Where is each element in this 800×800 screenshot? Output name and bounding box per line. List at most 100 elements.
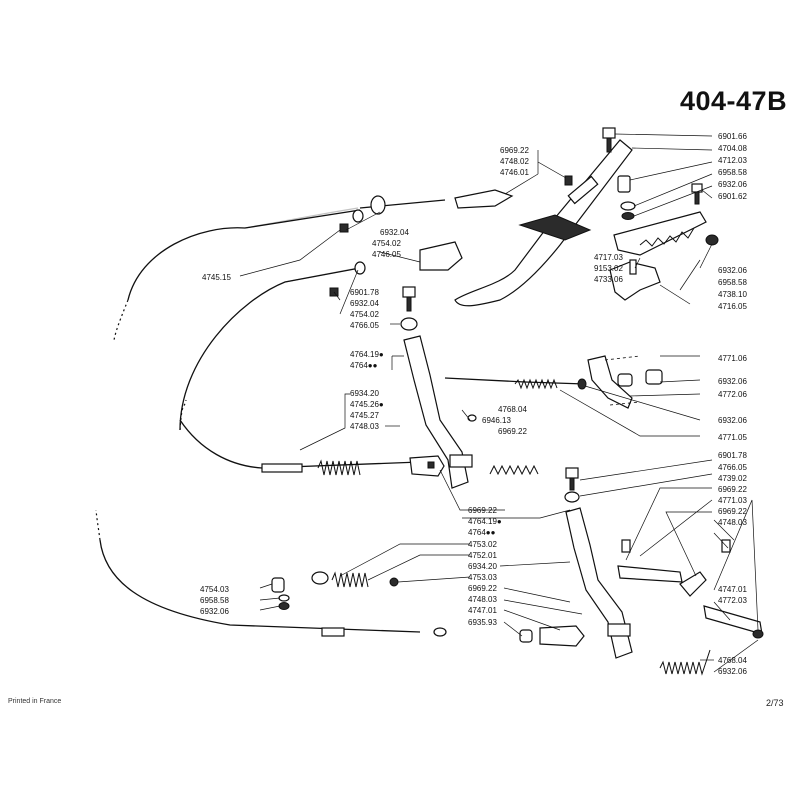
clevis-middle xyxy=(409,455,445,477)
washer-6946-13 xyxy=(467,414,477,422)
brake-cable-lower-tail xyxy=(95,509,101,541)
part-number: 4745.26● xyxy=(350,400,384,409)
cable-end-upper xyxy=(339,195,386,233)
part-number: 6901.62 xyxy=(718,192,747,201)
part-number-labels: 6901.66 4704.08 4712.03 6958.58 6932.06 … xyxy=(200,132,747,676)
part-number: 6969.22 xyxy=(468,584,497,593)
part-number: 6901.78 xyxy=(350,288,379,297)
part-number: 4764●● xyxy=(468,528,496,537)
part-number: 4764●● xyxy=(350,361,378,370)
bushing-6932-06 xyxy=(645,369,663,385)
pedal-pad-lower xyxy=(607,623,631,637)
link-4739-02 xyxy=(617,565,683,583)
part-number: 4748.03 xyxy=(350,422,379,431)
part-number: 4733.06 xyxy=(594,275,623,284)
bellcrank-guide-lines xyxy=(604,355,641,406)
pedal-pad-upper xyxy=(449,454,473,468)
accelerator-cable-tail xyxy=(179,399,187,431)
link-4747-01 xyxy=(703,605,763,635)
part-number: 4739.02 xyxy=(718,474,747,483)
part-number: 4716.05 xyxy=(718,302,747,311)
part-number: 4764.19● xyxy=(468,517,502,526)
cable-upper-tail xyxy=(113,299,129,341)
rod-end-nut xyxy=(577,378,587,390)
part-number: 4754.02 xyxy=(350,310,379,319)
spring-4768-04 xyxy=(489,464,539,476)
part-number: 6932.06 xyxy=(200,607,229,616)
part-number: 6901.78 xyxy=(718,451,747,460)
pin-4717-03 xyxy=(629,259,637,275)
bolt-6901-62 xyxy=(691,183,703,205)
ferrule-lower xyxy=(433,627,447,637)
part-number: 4745.27 xyxy=(350,411,379,420)
part-number: 4752.01 xyxy=(468,551,497,560)
nut-4766-05-lower xyxy=(564,491,580,503)
pedal-lever-4764-19 xyxy=(403,335,469,489)
part-number: 4768.04 xyxy=(718,656,747,665)
brake-cable-middle xyxy=(179,419,421,469)
part-number: 4754.03 xyxy=(200,585,229,594)
part-number: 4766.05 xyxy=(718,463,747,472)
part-number: 4771.06 xyxy=(718,354,747,363)
part-number: 4704.08 xyxy=(718,144,747,153)
bushing-4712-03 xyxy=(617,175,631,193)
part-number: 6934.20 xyxy=(468,562,497,571)
page-number: 2/73 xyxy=(766,698,784,708)
part-number: 6932.06 xyxy=(718,180,747,189)
clutch-cable-upper xyxy=(127,209,361,301)
part-number: 4748.03 xyxy=(468,595,497,604)
nut-6932-06-sector xyxy=(705,234,719,246)
adjuster-spring-4752-01 xyxy=(331,571,369,588)
part-number: 4712.03 xyxy=(718,156,747,165)
bushing-6935-93 xyxy=(519,629,533,643)
part-number: 4772.06 xyxy=(718,390,747,399)
sector-teeth xyxy=(639,227,695,247)
part-number: 4747.01 xyxy=(718,585,747,594)
part-number: 4748.03 xyxy=(718,518,747,527)
part-number: 6932.04 xyxy=(350,299,379,308)
part-number: 4717.03 xyxy=(594,253,623,262)
part-number: 4766.05 xyxy=(350,321,379,330)
part-number: 6958.58 xyxy=(718,168,747,177)
part-number: 9153.02 xyxy=(594,264,623,273)
part-number: 4771.05 xyxy=(718,433,747,442)
part-number: 6969.22 xyxy=(718,507,747,516)
bracket-4746-05 xyxy=(419,241,463,271)
sheath-end-lower xyxy=(321,627,345,637)
part-number: 4772.03 xyxy=(718,596,747,605)
part-number: 4745.15 xyxy=(202,273,231,282)
part-number: 6935.93 xyxy=(468,618,497,627)
linkage-rod-spring xyxy=(514,378,558,390)
part-number: 4748.02 xyxy=(500,157,529,166)
printed-in-note: Printed in France xyxy=(8,698,62,705)
pedal-lever-arm xyxy=(518,214,592,241)
clip-4754-03 xyxy=(271,577,285,593)
bushing-4771-06 xyxy=(617,373,633,387)
part-number: 4771.03 xyxy=(718,496,747,505)
washer-6958-58 xyxy=(620,201,636,211)
pedal-slot-bracket xyxy=(567,175,599,205)
part-number: 4738.10 xyxy=(718,290,747,299)
part-number: 6932.06 xyxy=(718,667,747,676)
nut-6932-06-lower xyxy=(752,629,764,639)
clevis-4747-01 xyxy=(539,625,585,647)
part-number: 6969.22 xyxy=(718,485,747,494)
part-number: 4768.04 xyxy=(498,405,527,414)
sheath-end-middle xyxy=(261,463,303,473)
part-number: 6946.13 xyxy=(482,416,511,425)
part-number: 4753.03 xyxy=(468,573,497,582)
page-title: 404-47B xyxy=(680,86,788,116)
linkage-rod-4771-05 xyxy=(444,377,586,385)
sheath-stop-4753-02 xyxy=(311,571,329,585)
bolt-lower-link xyxy=(621,539,631,553)
clevis-4746-01 xyxy=(454,175,573,209)
nut-6932-06-left xyxy=(278,602,290,610)
part-number: 6958.58 xyxy=(718,278,747,287)
clevis-middle-pin xyxy=(427,461,435,469)
accelerator-cable-sheath xyxy=(284,267,359,283)
part-number: 6934.20 xyxy=(350,389,379,398)
part-number: 6969.22 xyxy=(468,506,497,515)
part-number: 4747.01 xyxy=(468,606,497,615)
